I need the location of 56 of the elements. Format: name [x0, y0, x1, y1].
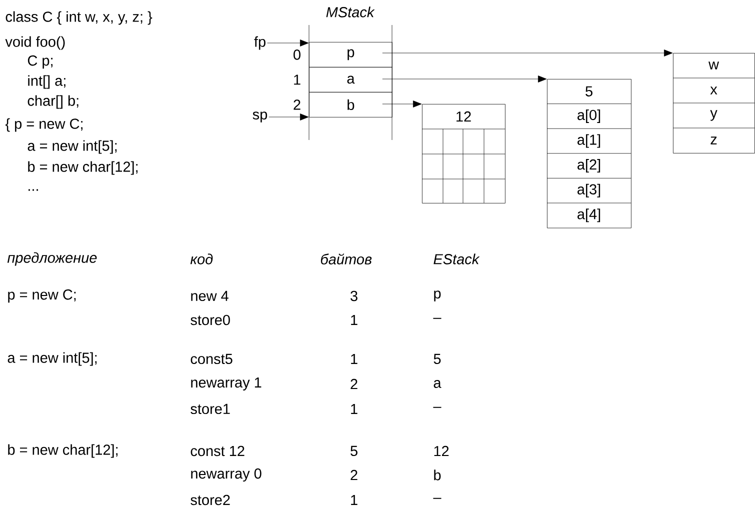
table-cell: store0: [190, 314, 230, 326]
table-cell: p = new C;: [8, 289, 76, 303]
slot-index: 1: [294, 74, 300, 85]
column-header: код: [190, 254, 213, 264]
arrow: [268, 114, 309, 120]
table-cell: b: [434, 470, 441, 480]
code-line: a = new int[5];: [28, 140, 117, 154]
stack-cell: b: [309, 92, 392, 118]
table-cell: 1: [351, 354, 358, 364]
table-cell: 5: [434, 354, 441, 364]
table-cell: 2: [350, 378, 358, 390]
code-line: C p;: [28, 55, 52, 69]
char-array-grid: 12: [422, 104, 506, 204]
code-line: char[] b;: [28, 95, 78, 109]
slot-index: 2: [294, 100, 300, 110]
pointer-label: fp: [254, 36, 266, 50]
table-cell: store2: [190, 494, 230, 506]
table-cell: const5: [190, 354, 232, 364]
table-cell: newarray 0: [191, 468, 262, 482]
pointer-label: sp: [252, 112, 268, 122]
object-box: w x y z: [672, 53, 755, 154]
table-cell: p: [434, 290, 441, 302]
code-line: { p = new C;: [5, 118, 82, 132]
column-header: EStack: [434, 254, 480, 264]
int-array-box: 5 a[0] a[1] a[2] a[3] a[4]: [546, 79, 632, 228]
arrow: [382, 76, 547, 82]
table-cell: 3: [350, 290, 358, 302]
arrow: [382, 50, 673, 56]
stack-cell: p: [309, 42, 392, 68]
code-line: class C { int w, x, y, z; }: [6, 11, 152, 25]
table-cell: –: [433, 406, 442, 408]
table-cell: –: [433, 498, 442, 499]
column-header: предложение: [7, 252, 97, 266]
table-cell: 2: [350, 470, 358, 480]
table-cell: 1: [351, 315, 358, 325]
table-cell: newarray 1: [191, 378, 262, 390]
table-cell: 1: [351, 404, 358, 414]
column-header: байтов: [320, 254, 372, 264]
code-line: ...: [28, 189, 38, 191]
table-cell: const 12: [190, 446, 244, 456]
table-cell: a: [434, 380, 442, 388]
table-cell: b = new char[12];: [8, 444, 118, 458]
slot-index: 0: [294, 50, 300, 60]
table-cell: a = new int[5];: [8, 352, 97, 366]
arrow: [382, 100, 422, 108]
code-line: void foo(): [5, 36, 65, 50]
arrow: [267, 40, 309, 46]
table-cell: new 4: [191, 290, 228, 302]
stack-cell: a: [309, 67, 392, 92]
table-cell: 12: [434, 446, 449, 456]
code-line: int[] a;: [28, 75, 66, 89]
table-cell: 1: [351, 495, 358, 505]
table-cell: store1: [190, 404, 230, 414]
table-cell: 5: [350, 446, 358, 456]
code-line: b = new char[12];: [28, 161, 138, 175]
table-cell: –: [433, 318, 442, 319]
